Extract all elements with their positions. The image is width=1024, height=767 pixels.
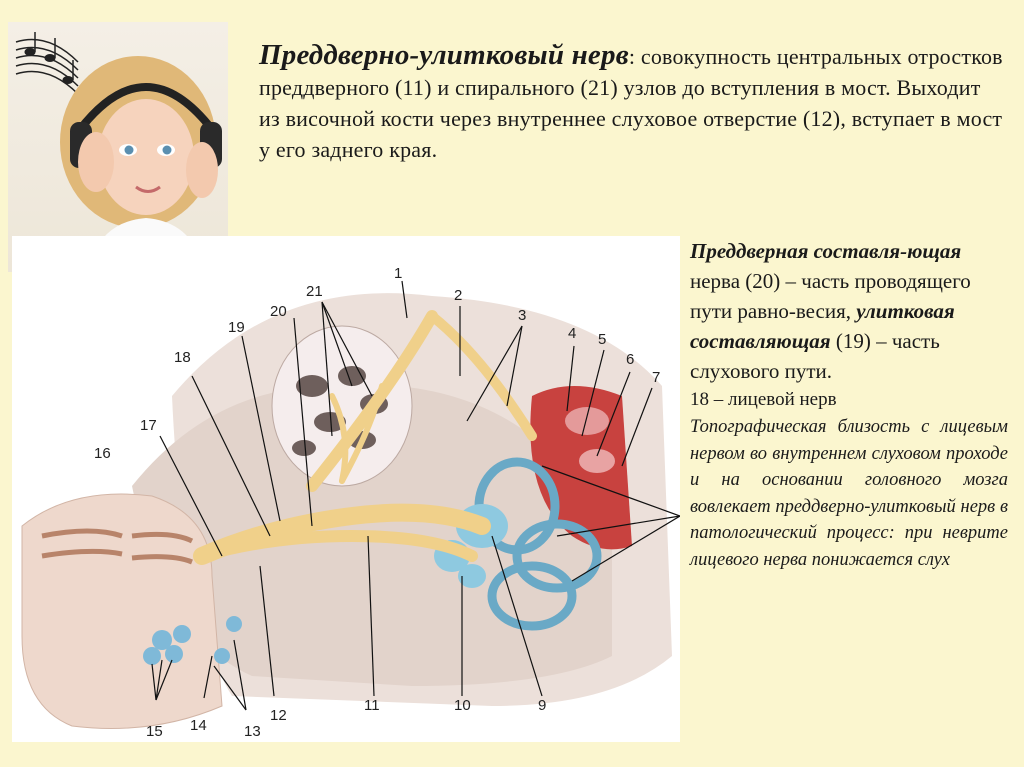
label-13: 13 xyxy=(244,723,261,740)
music-notes-icon xyxy=(15,32,79,95)
label-14: 14 xyxy=(190,717,207,734)
child-with-headphones-photo xyxy=(8,22,228,272)
child-illustration xyxy=(15,32,222,272)
inner-ear-diagram: 1 2 3 4 5 6 7 9 10 11 12 13 14 15 16 17 … xyxy=(12,236,681,742)
label-21: 21 xyxy=(306,283,323,300)
label-4: 4 xyxy=(568,325,576,342)
sidebar-text: Преддверная составля-ющая нерва (20) – ч… xyxy=(690,236,1008,573)
definition-text: совокупность центральных отростков предд… xyxy=(259,44,1003,162)
label-3: 3 xyxy=(518,307,526,324)
definition-paragraph: Преддверно-улитковый нерв: совокупность … xyxy=(245,28,1005,165)
cochlear-term: улитковая составляющая xyxy=(690,299,955,353)
nerve-bundle xyxy=(193,310,537,565)
vestibular-paragraph: Преддверная составля-ющая нерва (20) – ч… xyxy=(690,236,1008,386)
label-10: 10 xyxy=(454,697,471,714)
brainstem xyxy=(21,493,223,729)
diagram-svg: 1 2 3 4 5 6 7 9 10 11 12 13 14 15 16 17 … xyxy=(21,265,681,740)
term-colon: : xyxy=(628,44,636,69)
vestibular-text: нерва (20) – часть проводящего пути равн… xyxy=(690,269,971,323)
vestibular-term: Преддверная составля-ющая xyxy=(690,239,962,263)
cochlear-text: (19) – часть слухового пути. xyxy=(690,329,940,383)
facial-nerve-note: 18 – лицевой нерв xyxy=(690,389,837,410)
label-9: 9 xyxy=(538,697,546,714)
term-title: Преддверно-улитковый нерв xyxy=(259,39,629,71)
label-19: 19 xyxy=(228,319,245,336)
label-12: 12 xyxy=(270,707,287,724)
label-7: 7 xyxy=(652,369,660,386)
label-16: 16 xyxy=(94,445,111,462)
label-18: 18 xyxy=(174,349,191,366)
clinical-note: Топографическая близость с лицевым нерво… xyxy=(690,417,1008,570)
nuclei-dots xyxy=(143,616,242,665)
label-11: 11 xyxy=(364,697,380,714)
label-20: 20 xyxy=(270,303,287,320)
label-6: 6 xyxy=(626,351,634,368)
label-2: 2 xyxy=(454,287,462,304)
label-17: 17 xyxy=(140,417,157,434)
definition-block: Преддверно-улитковый нерв: совокупность … xyxy=(245,28,1005,233)
label-5: 5 xyxy=(598,331,606,348)
label-1: 1 xyxy=(394,265,402,282)
label-15: 15 xyxy=(146,723,163,740)
